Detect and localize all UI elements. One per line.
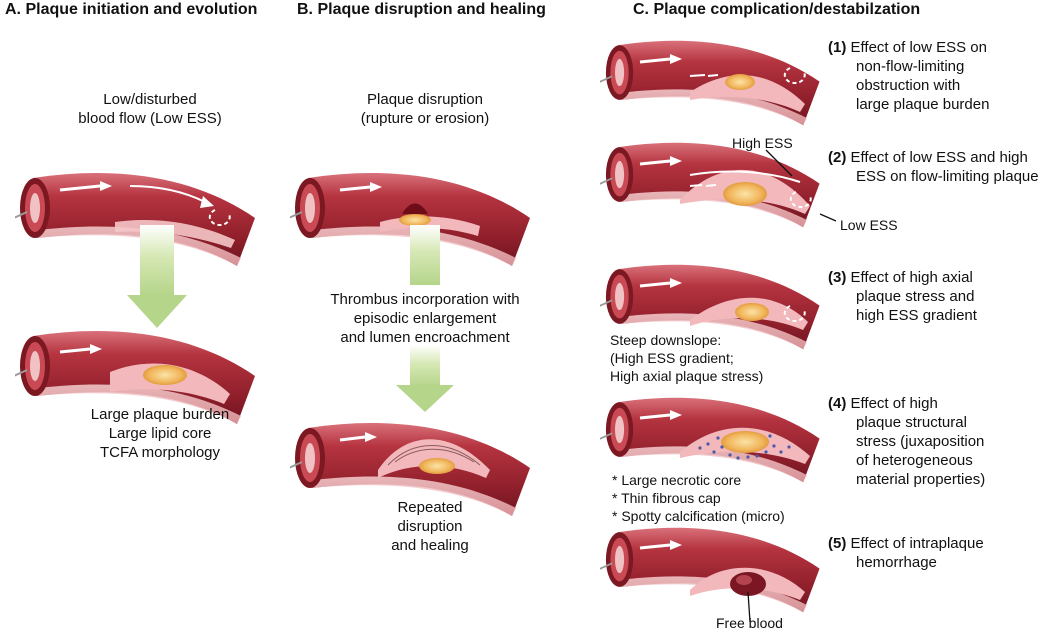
vessel-c5 (600, 526, 821, 623)
flow-label-line-1: Low/disturbed (103, 91, 197, 108)
result-b-line-2: disruption (397, 518, 463, 535)
vessel-b-top (290, 171, 531, 267)
flow-label-line-2: blood flow (Low ESS) (78, 110, 222, 127)
mid-label-line-3: and lumen encroachment (340, 329, 510, 346)
vessel-a-top (15, 171, 256, 267)
item-4-line-2: plaque structural (856, 414, 967, 431)
item-4-line-1: Effect of high (850, 395, 938, 412)
green-arrow-b-upper (410, 225, 440, 285)
item-3-note: Steep downslope: (High ESS gradient; Hig… (610, 331, 830, 385)
item-2-number: (2) (828, 149, 847, 166)
event-label-line-2: (rupture or erosion) (360, 110, 490, 127)
mid-label-line-2: episodic enlargement (353, 310, 497, 327)
callout-high-ess: High ESS (732, 135, 793, 151)
item-4-number: (4) (828, 395, 847, 412)
item-5-line-1: Effect of intraplaque (850, 535, 984, 552)
lipid-core-a (143, 365, 187, 385)
result-b-line-1: Repeated (397, 499, 463, 516)
item-3-line-2: plaque stress and (856, 288, 975, 305)
calcification-dots (698, 434, 791, 460)
vessel-b-bottom (290, 421, 531, 517)
item-1-number: (1) (828, 39, 847, 56)
c-item-5: (5) Effect of intraplaque hemorrhage (828, 534, 1043, 572)
vessel-c3 (600, 263, 821, 351)
item-4-line-3: stress (juxaposition (856, 433, 985, 450)
result-a-line-1: Large plaque burden (90, 406, 230, 423)
callout-low-ess: Low ESS (840, 217, 898, 233)
panel-b-event-label: Plaque disruption (rupture or erosion) (310, 90, 540, 128)
item-2-line-2: ESS on flow-limiting plaque (856, 168, 1039, 185)
note-3-line-1: Steep downslope: (610, 332, 722, 348)
c-item-1: (1) Effect of low ESS on non-flow-limiti… (828, 38, 1043, 114)
vortex-icon (208, 209, 231, 227)
c-item-4: (4) Effect of high plaque structural str… (828, 394, 1043, 489)
note-3-line-3: High axial plaque stress) (610, 368, 764, 384)
vessel-c4 (600, 396, 821, 484)
result-a-line-3: TCFA morphology (99, 444, 221, 461)
note-3-line-2: (High ESS gradient; (610, 350, 734, 366)
panel-b-mid-label: Thrombus incorporation with episodic enl… (300, 290, 550, 347)
result-a-line-2: Large lipid core (108, 425, 212, 442)
note-4-line-1: * Large necrotic core (612, 472, 742, 488)
event-label-line-1: Plaque disruption (367, 91, 483, 108)
item-2-line-1: Effect of low ESS and high (850, 149, 1028, 166)
item-3-number: (3) (828, 269, 847, 286)
vessel-a-bottom (15, 329, 256, 425)
item-1-line-1: Effect of low ESS on (850, 39, 987, 56)
panel-a-result-label: Large plaque burden Large lipid core TCF… (50, 405, 270, 462)
panel-a-title: A. Plaque initiation and evolution (5, 1, 258, 18)
result-b-line-3: and healing (391, 537, 469, 554)
note-4-line-2: * Thin fibrous cap (612, 490, 721, 506)
vessel-c2 (600, 141, 837, 229)
callout-free-blood: Free blood (716, 615, 783, 631)
c-item-3: (3) Effect of high axial plaque stress a… (828, 268, 1043, 325)
item-3-line-3: high ESS gradient (856, 307, 977, 324)
green-arrow-b-lower (396, 345, 454, 412)
item-4-notes: * Large necrotic core * Thin fibrous cap… (612, 471, 832, 525)
rupture-mark (402, 203, 428, 214)
panel-b-result-label: Repeated disruption and healing (360, 498, 500, 555)
item-5-number: (5) (828, 535, 847, 552)
item-3-line-1: Effect of high axial (850, 269, 973, 286)
item-5-line-2: hemorrhage (856, 554, 937, 571)
note-4-line-3: * Spotty calcification (micro) (612, 508, 785, 524)
green-arrow-a (127, 225, 187, 328)
panel-c-title: C. Plaque complication/destabilzation (633, 1, 921, 18)
item-1-line-2: non-flow-limiting (856, 58, 965, 75)
c-item-2: (2) Effect of low ESS and high ESS on fl… (828, 148, 1043, 186)
panel-b-title: B. Plaque disruption and healing (297, 1, 546, 18)
item-1-line-4: large plaque burden (856, 96, 990, 113)
panel-a-flow-label: Low/disturbed blood flow (Low ESS) (40, 90, 260, 128)
vessel-c1 (600, 39, 821, 127)
mid-label-line-1: Thrombus incorporation with (330, 291, 520, 308)
item-4-line-4: of heterogeneous (856, 452, 973, 469)
item-1-line-3: obstruction with (856, 77, 961, 94)
item-4-line-5: material properties) (856, 471, 986, 488)
